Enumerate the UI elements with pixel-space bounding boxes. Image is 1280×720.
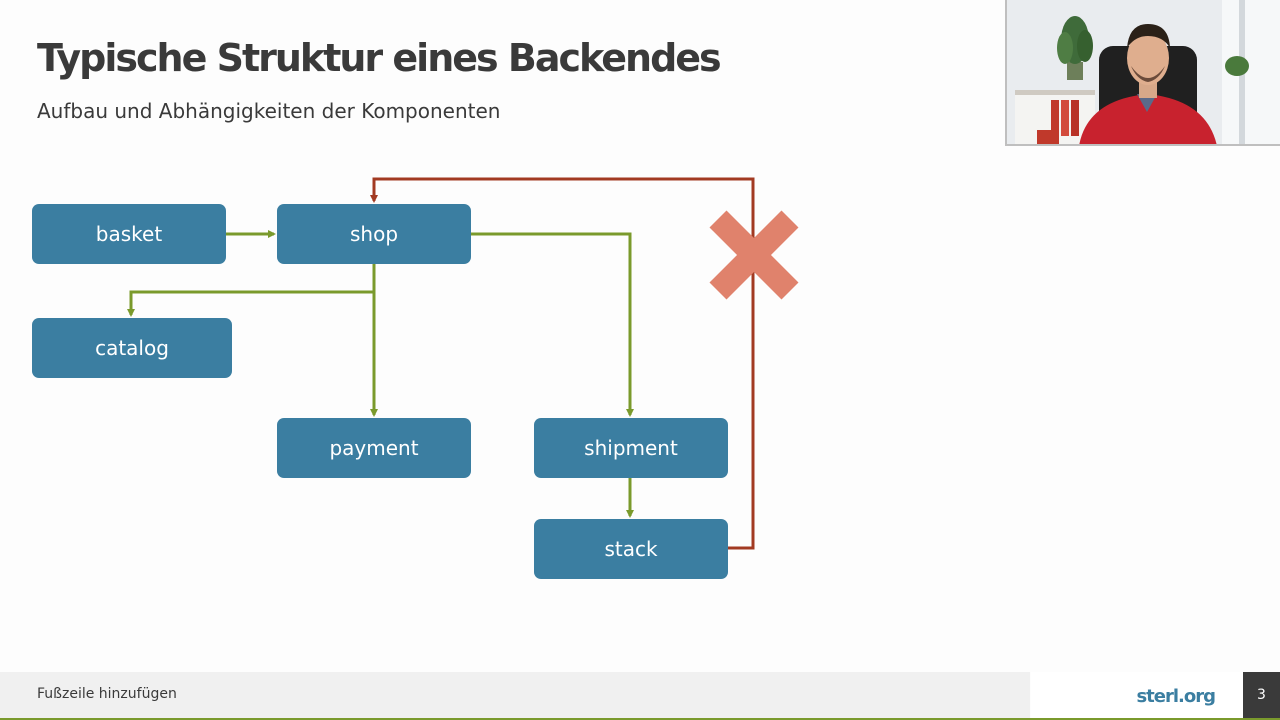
node-catalog-label: catalog	[95, 336, 169, 360]
footer-divider	[0, 718, 1280, 720]
footer-bar: Fußzeile hinzufügen	[0, 672, 1030, 718]
slide-subtitle: Aufbau und Abhängigkeiten der Komponente…	[37, 99, 501, 123]
edge-stack-shop-forbidden	[370, 177, 755, 550]
node-stack: stack	[534, 519, 728, 579]
presenter-webcam	[1005, 0, 1280, 146]
close-icon	[709, 210, 799, 300]
node-basket-label: basket	[96, 222, 163, 246]
edge-shop-catalog	[127, 264, 376, 317]
node-payment-label: payment	[329, 436, 418, 460]
node-payment: payment	[277, 418, 471, 478]
brand-logo: sterl.org	[1136, 686, 1216, 707]
node-stack-label: stack	[604, 537, 658, 561]
slide-footer: Fußzeile hinzufügen sterl.org 3	[0, 672, 1280, 720]
footer-text: Fußzeile hinzufügen	[37, 686, 177, 702]
node-basket: basket	[32, 204, 226, 264]
node-shop: shop	[277, 204, 471, 264]
node-shop-label: shop	[350, 222, 398, 246]
slide-title: Typische Struktur eines Backendes	[37, 36, 722, 80]
edge-shop-shipment	[471, 232, 634, 417]
footer-brand: sterl.org	[1031, 672, 1243, 718]
node-shipment: shipment	[534, 418, 728, 478]
page-number: 3	[1243, 672, 1280, 718]
node-shipment-label: shipment	[584, 436, 678, 460]
node-catalog: catalog	[32, 318, 232, 378]
